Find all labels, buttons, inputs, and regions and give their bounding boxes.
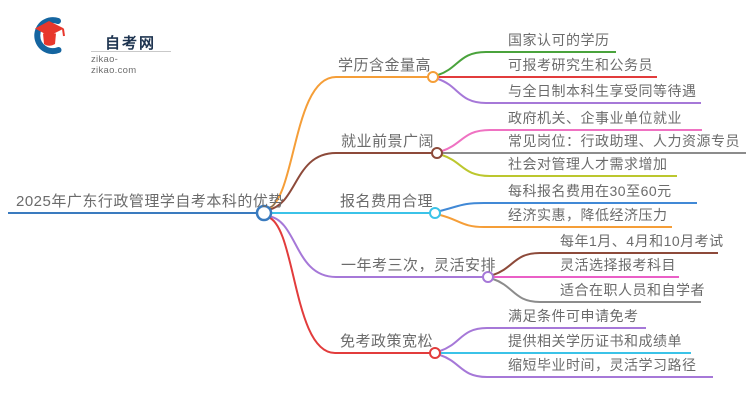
leaf-label: 适合在职人员和自学者	[560, 282, 705, 298]
leaf-label: 社会对管理人才需求增加	[508, 156, 668, 172]
leaf-label: 常见岗位：行政助理、人力资源专员	[508, 133, 740, 149]
leaf-label: 缩短毕业时间，灵活学习路径	[508, 357, 697, 373]
branch-3-label: 报名费用合理	[340, 193, 434, 210]
leaf-label: 每年1月、4月和10月考试	[560, 233, 724, 249]
leaf-label: 政府机关、企事业单位就业	[508, 110, 682, 126]
leaf-label: 经济实惠，降低经济压力	[508, 207, 668, 223]
root-node-circle[interactable]	[255, 204, 273, 222]
branch-2-leaf-1-line	[441, 129, 702, 152]
branch-4-leaf-1-line	[492, 252, 718, 276]
branch-1-leaf-1-line	[437, 51, 616, 76]
leaf-label: 每科报名费用在30至60元	[508, 183, 672, 199]
branch-2-toggle-circle[interactable]	[431, 147, 443, 159]
branch-1-label: 学历含金量高	[338, 57, 432, 74]
branch-5-leaf-3-line	[439, 354, 713, 378]
branch-5-label: 免考政策宽松	[340, 333, 434, 350]
branch-2-line	[267, 152, 432, 211]
branch-4-leaf-3-line	[492, 278, 701, 303]
branch-4-label: 一年考三次，灵活安排	[341, 257, 497, 274]
branch-4-toggle-circle[interactable]	[482, 271, 494, 283]
branch-1-toggle-circle[interactable]	[427, 71, 439, 83]
site-logo[interactable]: 自考网 zikao-zikao.com	[28, 12, 171, 76]
leaf-label: 与全日制本科生享受同等待遇	[508, 83, 697, 99]
branch-5-line	[267, 216, 430, 354]
branch-4-line	[267, 215, 483, 278]
branch-3-toggle-circle[interactable]	[429, 207, 441, 219]
branch-1-leaf-3-line	[437, 78, 701, 104]
leaf-label: 灵活选择报考科目	[560, 257, 676, 273]
branch-2-leaf-3-line	[441, 154, 677, 177]
graduation-cap-icon	[34, 17, 65, 55]
root-label: 2025年广东行政管理学自考本科的优势	[16, 193, 284, 210]
leaf-label: 可报考研究生和公务员	[508, 57, 653, 73]
branch-2-label: 就业前景广阔	[341, 133, 435, 150]
leaf-label: 国家认可的学历	[508, 32, 610, 48]
branch-3-leaf-2-line	[439, 214, 672, 228]
branch-5-toggle-circle[interactable]	[429, 347, 441, 359]
logo-divider	[91, 51, 171, 52]
leaf-label: 提供相关学历证书和成绩单	[508, 333, 682, 349]
branch-1-line	[267, 76, 428, 210]
branch-3-leaf-1-line	[439, 202, 697, 212]
leaf-label: 满足条件可申请免考	[508, 308, 639, 324]
logo-domain: zikao-zikao.com	[91, 54, 137, 76]
branch-5-leaf-1-line	[439, 327, 646, 352]
logo-title: 自考网	[105, 35, 157, 52]
